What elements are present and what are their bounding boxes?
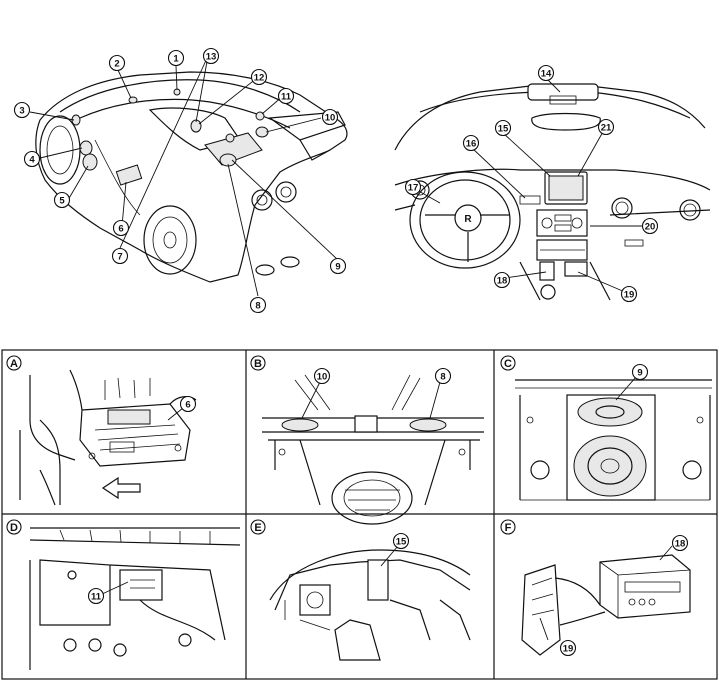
callout-21: 21 [597, 118, 615, 136]
svg-text:11: 11 [91, 592, 102, 603]
callout-7: 7 [111, 247, 129, 265]
panel-f-audio-unit: F 18 19 [500, 519, 691, 657]
callout-5: 5 [53, 191, 71, 209]
svg-text:18: 18 [497, 276, 508, 287]
svg-text:11: 11 [281, 92, 292, 103]
callout-20: 20 [641, 217, 659, 235]
svg-text:8: 8 [255, 301, 260, 312]
callout-a-6: 6 [179, 395, 197, 413]
svg-text:19: 19 [563, 644, 574, 655]
svg-text:12: 12 [254, 73, 265, 84]
svg-text:15: 15 [396, 537, 407, 548]
svg-text:E: E [254, 522, 261, 534]
svg-text:8: 8 [440, 372, 445, 383]
svg-text:4: 4 [29, 155, 35, 166]
svg-text:20: 20 [645, 222, 656, 233]
callout-16: 16 [462, 134, 480, 152]
panel-label-e: E [250, 519, 266, 535]
panel-label-d: D [6, 519, 22, 535]
svg-text:C: C [504, 358, 512, 370]
svg-text:17: 17 [408, 183, 419, 194]
dashboard-view: R 14 15 21 16 17 20 18 19 [394, 64, 711, 303]
panel-e-dash-frame: E 15 [250, 519, 471, 661]
callout-4: 4 [23, 150, 41, 168]
svg-text:B: B [254, 358, 262, 370]
callout-f-19: 19 [559, 639, 577, 657]
callout-6: 6 [112, 219, 130, 237]
svg-text:D: D [10, 522, 18, 534]
panel-label-b: B [250, 355, 266, 371]
callout-2: 2 [108, 54, 126, 72]
svg-text:5: 5 [59, 196, 65, 207]
svg-text:6: 6 [185, 400, 190, 411]
svg-text:16: 16 [466, 139, 477, 150]
callout-3: 3 [13, 101, 31, 119]
callout-b-10: 10 [313, 367, 331, 385]
callout-14: 14 [537, 64, 555, 82]
svg-text:19: 19 [624, 290, 635, 301]
callout-1: 1 [167, 49, 185, 67]
svg-text:F: F [505, 522, 512, 534]
callout-d-11: 11 [87, 587, 105, 605]
callout-c-9: 9 [631, 363, 649, 381]
panel-label-c: C [500, 355, 516, 371]
callout-15: 15 [494, 119, 512, 137]
svg-text:1: 1 [173, 54, 179, 65]
callout-19: 19 [620, 285, 638, 303]
svg-text:9: 9 [637, 368, 642, 379]
svg-text:R: R [464, 214, 472, 225]
svg-text:13: 13 [206, 52, 217, 63]
car-rear-view: 1 2 3 4 5 6 7 8 9 10 11 12 13 [13, 47, 348, 314]
callout-10: 10 [321, 108, 339, 126]
callout-11: 11 [277, 87, 295, 105]
svg-text:3: 3 [19, 106, 24, 117]
svg-text:18: 18 [675, 539, 686, 550]
callout-13: 13 [202, 47, 220, 65]
svg-text:7: 7 [117, 252, 122, 263]
callout-17: 17 [404, 178, 422, 196]
svg-text:A: A [10, 358, 18, 370]
svg-text:2: 2 [114, 59, 119, 70]
svg-text:10: 10 [317, 372, 328, 383]
svg-text:10: 10 [325, 113, 336, 124]
panel-label-f: F [500, 519, 516, 535]
panel-b-rear-shelf-speakers: B 10 8 [250, 355, 484, 525]
svg-text:15: 15 [498, 124, 509, 135]
panel-d-rear-pillar: D 11 [6, 519, 241, 670]
panel-label-a: A [6, 355, 22, 371]
callout-b-8: 8 [434, 367, 452, 385]
svg-text:9: 9 [335, 262, 340, 273]
svg-text:14: 14 [541, 69, 552, 80]
panel-a-amplifier: A 6 [6, 355, 197, 506]
callout-e-15: 15 [392, 532, 410, 550]
callout-8: 8 [249, 296, 267, 314]
callout-18: 18 [493, 271, 511, 289]
callout-12: 12 [250, 68, 268, 86]
svg-text:6: 6 [118, 224, 123, 235]
svg-text:21: 21 [601, 123, 612, 134]
callout-9: 9 [329, 257, 347, 275]
callout-f-18: 18 [671, 534, 689, 552]
panel-c-subwoofer: C 9 [500, 355, 712, 501]
